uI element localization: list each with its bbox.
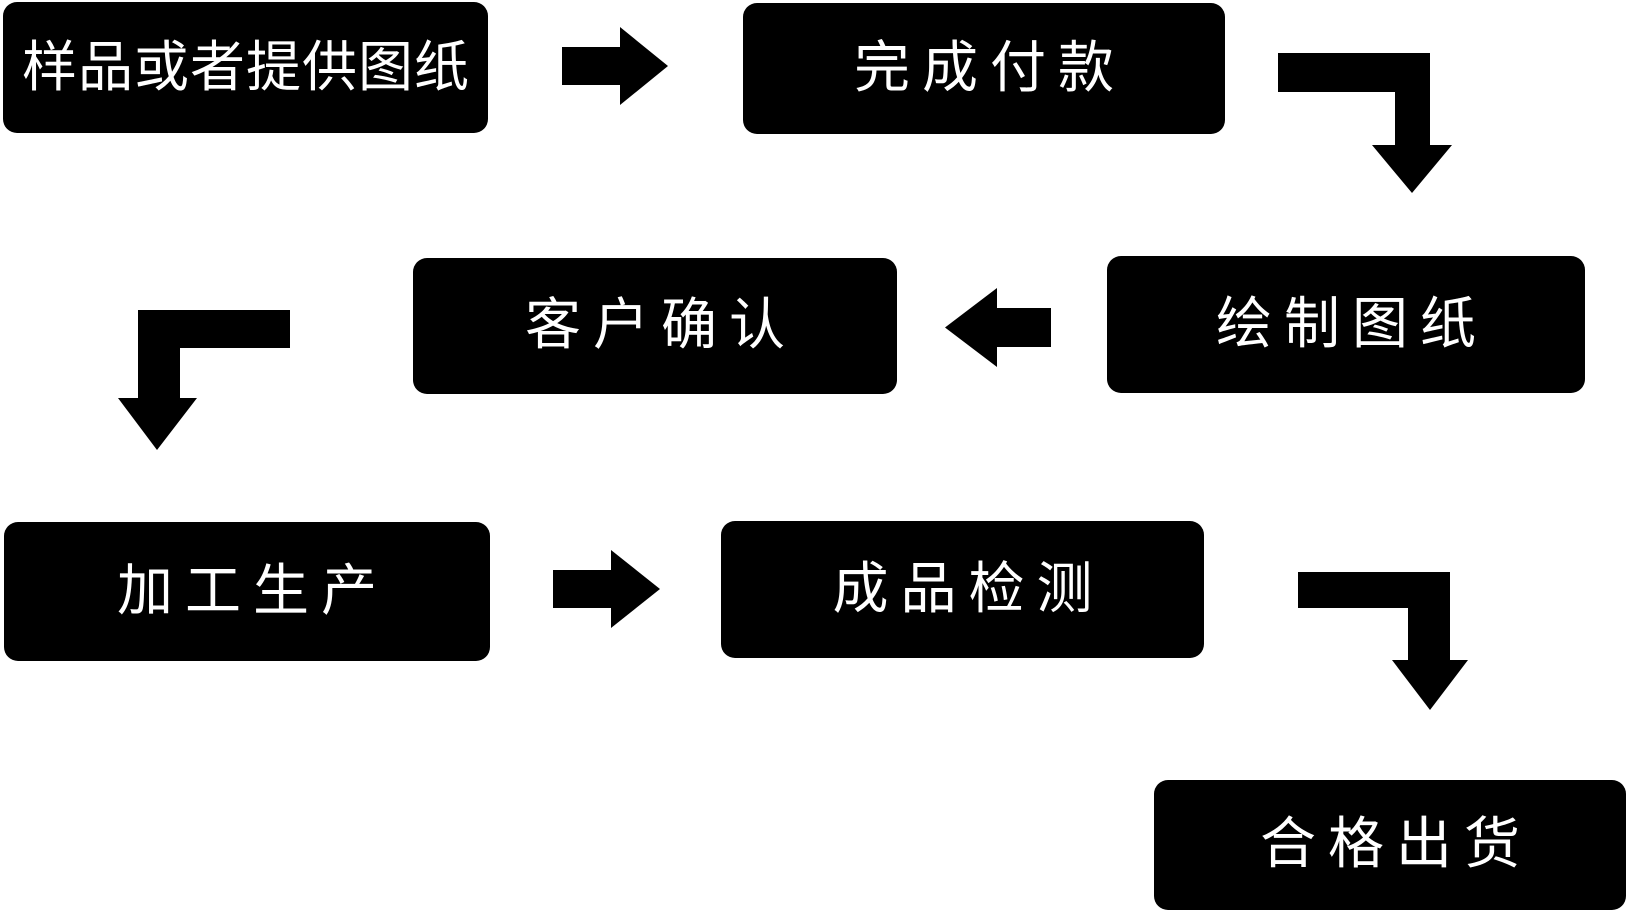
node-label: 合格出货 bbox=[1260, 812, 1532, 877]
node-draw-drawing: 绘制图纸 bbox=[1107, 256, 1585, 393]
node-finished-product-inspection: 成品检测 bbox=[721, 521, 1204, 658]
node-label: 完成付款 bbox=[854, 35, 1126, 101]
left-arrow-icon bbox=[945, 288, 1051, 367]
right-arrow-shape bbox=[553, 550, 660, 628]
node-customer-confirmation: 客户确认 bbox=[413, 258, 897, 394]
left-arrow-shape bbox=[945, 288, 1051, 367]
elbow-down-arrow-shape bbox=[1298, 572, 1468, 710]
node-processing-production: 加工生产 bbox=[4, 522, 490, 661]
right-arrow-icon bbox=[553, 550, 660, 628]
node-qualified-shipment: 合格出货 bbox=[1154, 780, 1626, 910]
node-label: 成品检测 bbox=[832, 556, 1105, 622]
right-arrow-shape bbox=[562, 27, 668, 105]
node-complete-payment: 完成付款 bbox=[743, 3, 1225, 134]
elbow-down-arrow-icon bbox=[1278, 53, 1452, 193]
elbow-down-arrow-shape bbox=[118, 310, 290, 450]
node-label: 客户确认 bbox=[525, 293, 797, 358]
elbow-down-arrow-icon bbox=[1298, 572, 1468, 710]
node-label: 加工生产 bbox=[117, 558, 389, 624]
node-sample-or-provide-drawing: 样品或者提供图纸 bbox=[3, 2, 488, 133]
node-label: 样品或者提供图纸 bbox=[21, 35, 470, 99]
elbow-down-arrow-icon bbox=[118, 310, 290, 450]
elbow-down-arrow-shape bbox=[1278, 53, 1452, 193]
right-arrow-icon bbox=[562, 27, 668, 105]
node-label: 绘制图纸 bbox=[1216, 291, 1488, 357]
